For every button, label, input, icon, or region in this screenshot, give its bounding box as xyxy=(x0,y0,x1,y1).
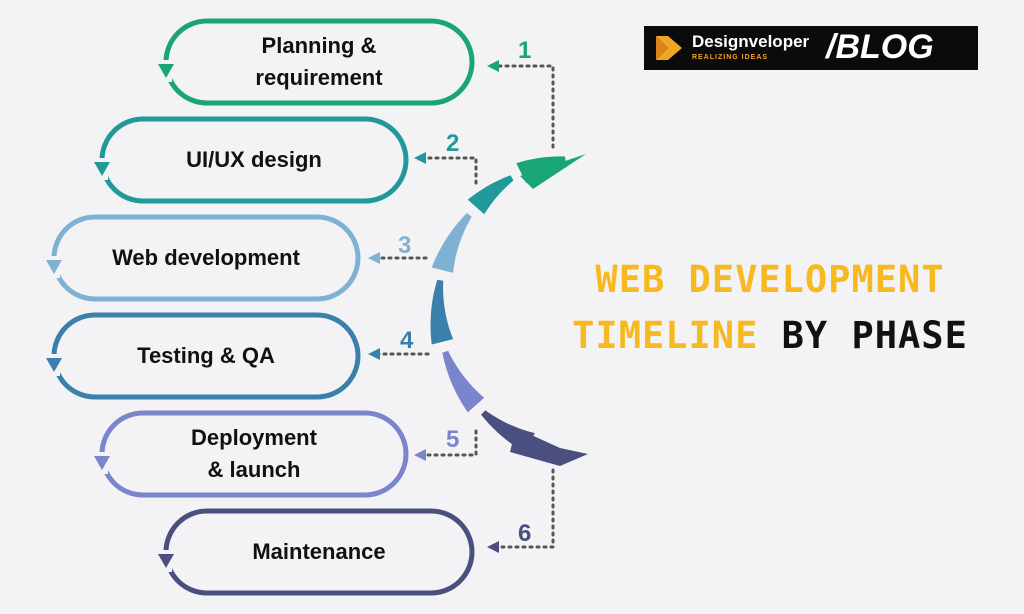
phase-6-label: Maintenance xyxy=(166,536,472,568)
brand-logo[interactable]: Designveloper REALIZING IDEAS /BLOG xyxy=(644,26,978,70)
phase-5-number: 5 xyxy=(446,426,460,453)
phase-1-connector-arrow xyxy=(487,60,499,72)
phase-5-label-line: Deployment xyxy=(191,425,317,450)
phase-1-connector xyxy=(493,64,555,149)
phase-1-number: 1 xyxy=(518,37,532,64)
arrow-segment-3 xyxy=(431,213,472,273)
brand-name: Designveloper xyxy=(692,32,810,51)
phase-4-label-line: Testing & QA xyxy=(137,343,275,368)
phase-4-number: 4 xyxy=(400,327,414,354)
phase-1-label-line: requirement xyxy=(255,65,383,90)
phase-6-label-line: Maintenance xyxy=(252,539,386,564)
phase-1-pill-arrow xyxy=(158,64,174,78)
phase-4-connector-arrow xyxy=(368,348,380,360)
phase-2-label-line: UI/UX design xyxy=(186,147,322,172)
title-line-2: TIMELINE BY PHASE xyxy=(540,308,1000,364)
diagram-title: WEB DEVELOPMENT TIMELINE BY PHASE xyxy=(540,252,1000,364)
blog-label: /BLOG xyxy=(826,28,934,66)
phase-5-connector-arrow xyxy=(414,449,426,461)
phase-3-label: Web development xyxy=(54,242,358,274)
title-rest: BY PHASE xyxy=(781,314,968,357)
phase-6-connector-arrow xyxy=(487,541,499,553)
phase-2-pill-arrow xyxy=(94,162,110,176)
phase-5-label-line: & launch xyxy=(207,457,301,482)
phase-1-label: Planning & requirement xyxy=(166,30,472,94)
arrow-segment-4 xyxy=(430,279,454,345)
arrow-segment-5 xyxy=(442,350,485,413)
arrow-head xyxy=(510,428,588,466)
phase-6-number: 6 xyxy=(518,520,532,547)
designveloper-logo-icon xyxy=(656,36,682,60)
phase-3-pill-arrow xyxy=(46,260,62,274)
phase-3-connector-arrow xyxy=(368,252,380,264)
phase-2-connector-arrow xyxy=(414,152,426,164)
arrow-tail xyxy=(520,154,586,189)
title-highlight-word: TIMELINE xyxy=(572,314,759,357)
arrow-segment-2 xyxy=(467,175,514,215)
phase-5-pill-arrow xyxy=(94,456,110,470)
phase-2-number: 2 xyxy=(446,130,460,157)
phase-5-connector xyxy=(420,429,478,457)
phase-2-label: UI/UX design xyxy=(102,144,406,176)
title-line-1: WEB DEVELOPMENT xyxy=(595,258,945,301)
phase-4-pill-arrow xyxy=(46,358,62,372)
phase-6-pill-arrow xyxy=(158,554,174,568)
phase-5-label: Deployment & launch xyxy=(102,422,406,486)
phase-2-connector xyxy=(420,156,478,185)
phase-3-number: 3 xyxy=(398,232,412,259)
phase-1-label-line: Planning & xyxy=(261,33,377,58)
phase-6-connector xyxy=(493,468,555,549)
phase-4-label: Testing & QA xyxy=(54,340,358,372)
brand-tagline: REALIZING IDEAS xyxy=(692,54,769,61)
phase-3-label-line: Web development xyxy=(112,245,300,270)
